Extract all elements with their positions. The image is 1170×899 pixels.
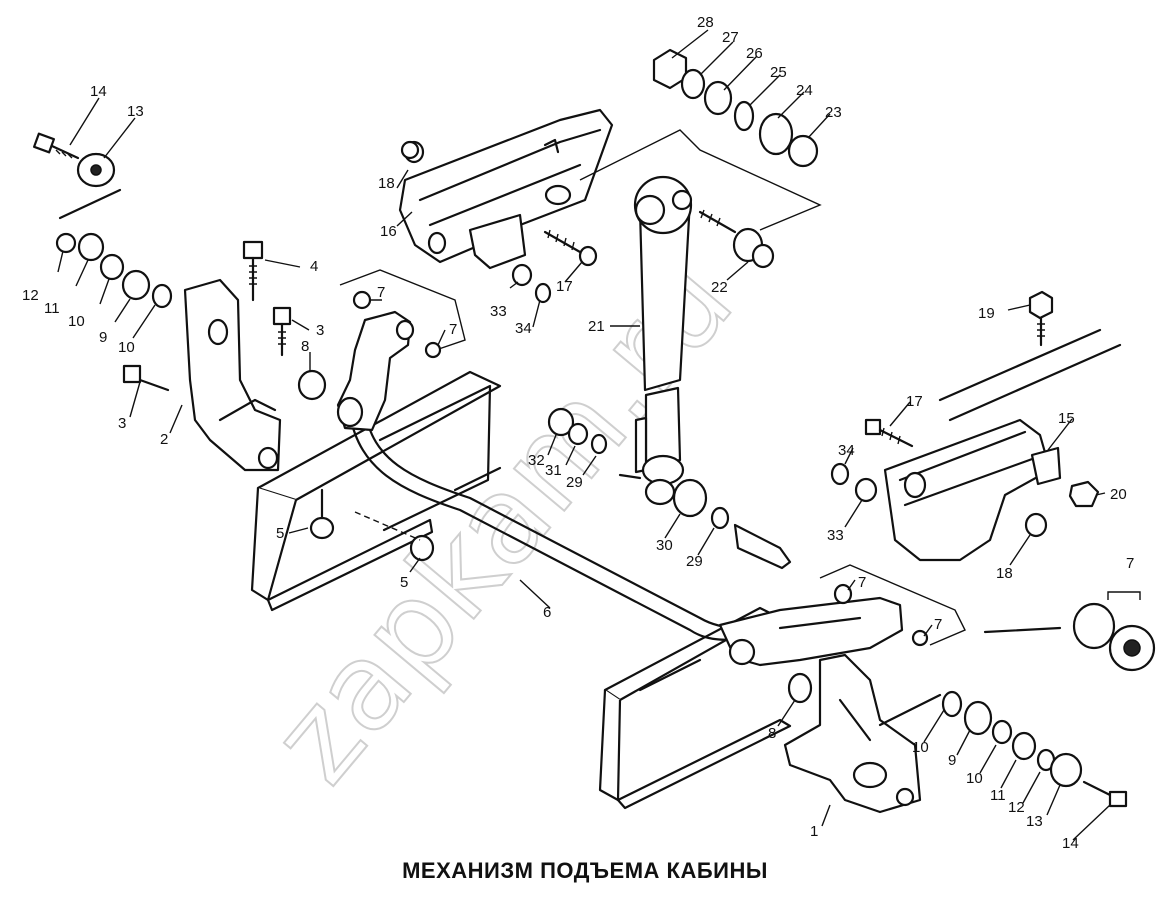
ring-34-right — [830, 462, 850, 486]
washer-8-left — [297, 369, 327, 401]
callout-10-right-a: 10 — [912, 739, 929, 756]
bolt-3-lower — [122, 364, 170, 392]
bushing-33-upper — [511, 263, 533, 287]
callout-29-b: 29 — [686, 553, 703, 570]
callout-7-right-b: 7 — [934, 616, 942, 633]
nut-5-a — [309, 488, 335, 540]
nut-7-b — [424, 341, 442, 359]
callout-10-left-b: 10 — [118, 339, 135, 356]
callout-13-right: 13 — [1026, 813, 1043, 830]
tilt-cylinder — [618, 175, 693, 506]
plate-7-left — [339, 269, 466, 353]
callout-3-lower: 3 — [118, 415, 126, 432]
callout-19: 19 — [978, 305, 995, 322]
left-hinge-bracket — [183, 278, 282, 472]
callout-11-left: 11 — [44, 300, 60, 317]
ring-34-upper — [534, 282, 552, 304]
nut-18-right — [1024, 512, 1048, 538]
callout-29-a: 29 — [566, 474, 583, 491]
leader-lines — [57, 29, 1111, 841]
callout-15: 15 — [1058, 410, 1075, 427]
exploded-bushing-7 — [983, 591, 1156, 672]
callout-16: 16 — [380, 223, 397, 240]
callout-7-left-b: 7 — [449, 321, 457, 338]
callout-14-top: 14 — [90, 83, 107, 100]
callout-7-exploded: 7 — [1126, 555, 1134, 572]
callout-6: 6 — [543, 604, 551, 621]
callout-4: 4 — [310, 258, 318, 275]
right-lock-bracket — [883, 328, 1122, 562]
callout-7-right-a: 7 — [858, 574, 866, 591]
callout-18-right: 18 — [996, 565, 1013, 582]
callout-31: 31 — [545, 462, 562, 479]
nut-5-b — [409, 534, 435, 562]
nut-7-c — [833, 583, 853, 605]
callout-18-upper: 18 — [378, 175, 395, 192]
callout-33-upper: 33 — [490, 303, 507, 320]
nut-7-a — [352, 290, 372, 310]
upper-bushing-stack — [652, 48, 819, 168]
plate-upper-outline — [579, 129, 822, 231]
callout-17-upper: 17 — [556, 278, 573, 295]
callout-10-right-b: 10 — [966, 770, 983, 787]
callout-8-right: 8 — [768, 725, 776, 742]
callout-24: 24 — [796, 82, 813, 99]
callout-27: 27 — [722, 29, 739, 46]
callout-30: 30 — [656, 537, 673, 554]
callout-25: 25 — [770, 64, 787, 81]
lower-cylinder-parts — [547, 407, 792, 570]
washer-8-right — [787, 672, 813, 704]
diagram-title: МЕХАНИЗМ ПОДЪЕМА КАБИНЫ — [402, 858, 768, 883]
callout-21: 21 — [588, 318, 605, 335]
callout-10-left: 10 — [68, 313, 85, 330]
callout-9-right: 9 — [948, 752, 956, 769]
bolt-17-upper — [543, 229, 598, 267]
callout-34-right: 34 — [838, 442, 855, 459]
callout-5-b: 5 — [400, 574, 408, 591]
callout-1: 1 — [810, 823, 818, 840]
bushing-33-right — [854, 477, 878, 503]
right-torsion-lever — [718, 596, 904, 667]
callout-3-upper: 3 — [316, 322, 324, 339]
bolt-19 — [1028, 290, 1054, 347]
bolt-17-right — [864, 418, 914, 448]
callout-8-left: 8 — [301, 338, 309, 355]
left-bolt-nut — [32, 132, 116, 188]
callout-labels: 14 13 12 11 10 9 10 4 3 3 8 2 7 7 5 5 6 … — [22, 14, 1134, 852]
nut-7-d — [911, 629, 929, 647]
left-torsion-lever — [336, 310, 415, 432]
bolt-4 — [242, 240, 264, 302]
plate-7-right — [819, 564, 966, 646]
callout-20: 20 — [1110, 486, 1127, 503]
callout-33-right: 33 — [827, 527, 844, 544]
callout-7-left-a: 7 — [377, 284, 385, 301]
nut-18-upper — [400, 140, 420, 160]
callout-22: 22 — [711, 279, 728, 296]
dash-line-5 — [354, 511, 421, 541]
callout-23: 23 — [825, 104, 842, 121]
callout-14-right: 14 — [1062, 835, 1079, 852]
pin-22 — [698, 209, 775, 269]
callout-17-right: 17 — [906, 393, 923, 410]
callout-32: 32 — [528, 452, 545, 469]
callout-12-left: 12 — [22, 287, 39, 304]
left-bushing-stack — [55, 188, 173, 309]
right-hinge-bracket — [783, 653, 922, 814]
callout-2: 2 — [160, 431, 168, 448]
callout-28: 28 — [697, 14, 714, 31]
callout-5-a: 5 — [276, 525, 284, 542]
callout-9-left: 9 — [99, 329, 107, 346]
callout-34-upper: 34 — [515, 320, 532, 337]
callout-26: 26 — [746, 45, 763, 62]
upper-lock-bracket — [398, 108, 614, 270]
callout-12-right: 12 — [1008, 799, 1025, 816]
nut-20 — [1068, 480, 1100, 508]
right-bushing-stack — [878, 690, 1128, 808]
callout-11-right: 11 — [990, 787, 1006, 804]
callout-13-top: 13 — [127, 103, 144, 120]
left-frame-rail — [250, 370, 502, 612]
bolt-3-upper — [272, 306, 292, 357]
